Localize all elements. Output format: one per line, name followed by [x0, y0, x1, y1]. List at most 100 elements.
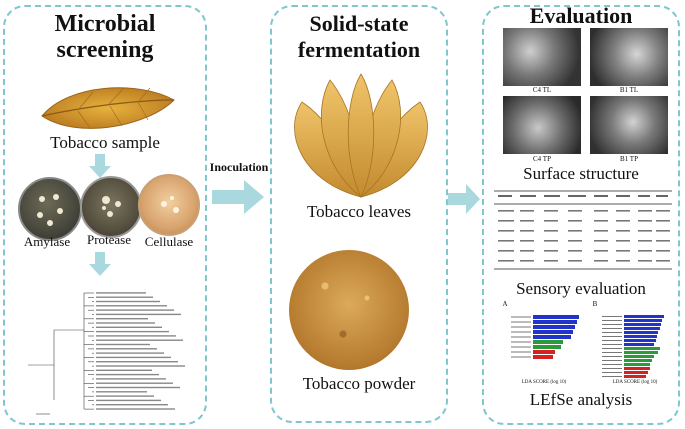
lefse-bar	[624, 371, 648, 374]
lefse-bar-label	[602, 332, 622, 333]
tree-leaf-label	[96, 386, 180, 389]
sem-label-c4-tp: C4 TP	[533, 155, 551, 163]
lefse-panel-b-label: B	[592, 300, 598, 308]
lefse-bar-label	[602, 336, 622, 337]
table-cell-mark	[568, 240, 582, 242]
amylase-dish	[18, 177, 82, 241]
sem-image-c4-tl	[503, 28, 581, 86]
lefse-bar	[533, 325, 575, 329]
lefse-bar-label	[602, 360, 622, 361]
lefse-bar-label	[602, 364, 622, 365]
table-cell-mark	[544, 220, 558, 222]
lefse-chart-b	[594, 307, 676, 387]
table-cell-mark	[656, 220, 670, 222]
lefse-bar-label	[602, 340, 622, 341]
right-arrow-icon	[448, 184, 480, 214]
tree-leaf-label	[96, 352, 164, 354]
lefse-bar	[624, 339, 656, 342]
lefse-bar	[624, 315, 664, 318]
tree-leaf-label	[96, 322, 155, 324]
tobacco-powder-image	[289, 250, 409, 370]
sem-label-b1-tl: B1 TL	[619, 86, 639, 94]
table-cell-mark	[594, 240, 608, 242]
tree-leaf-label	[96, 365, 185, 367]
tobacco-leaves-label: Tobacco leaves	[306, 202, 412, 221]
down-arrow-icon	[88, 252, 112, 276]
lefse-bar	[533, 315, 579, 319]
table-cell-mark	[594, 220, 608, 222]
table-cell-mark	[594, 230, 608, 232]
lefse-bar-label	[511, 326, 531, 328]
lefse-bar-label	[602, 320, 622, 321]
lefse-bar	[624, 367, 650, 370]
lefse-bar	[533, 340, 563, 344]
lefse-bar	[624, 375, 646, 378]
lefse-bar-label	[602, 328, 622, 329]
sem-label-b1-tp: B1 TP	[620, 155, 638, 163]
table-cell-mark	[498, 220, 514, 222]
table-cell-mark	[656, 210, 670, 212]
table-cell-mark	[638, 220, 652, 222]
lefse-bar	[624, 347, 660, 350]
lefse-bar	[624, 327, 660, 330]
table-cell-mark	[638, 260, 652, 262]
tree-leaf-label	[96, 313, 181, 316]
tree-leaf-label	[96, 404, 168, 406]
table-cell-mark	[544, 260, 558, 262]
lefse-bar-label	[602, 356, 622, 357]
tree-leaf-label	[96, 339, 183, 341]
tobacco-powder-label: Tobacco powder	[302, 374, 416, 393]
surface-structure-label: Surface structure	[523, 164, 639, 183]
tree-leaf-label	[96, 343, 150, 346]
tree-leaf-label	[96, 309, 174, 311]
tree-leaf-label	[96, 399, 161, 402]
lefse-bar-label	[602, 316, 622, 317]
lefse-bar	[624, 323, 661, 326]
table-cell-mark	[656, 230, 670, 232]
lefse-bar-label	[511, 346, 531, 348]
table-cell-mark	[568, 250, 582, 252]
lefse-bar-label	[602, 352, 622, 353]
lefse-bar	[533, 345, 561, 349]
tree-leaf-label	[96, 318, 148, 320]
tree-leaf-label	[96, 395, 154, 397]
lefse-panel-a-label: A	[502, 300, 508, 308]
phylogenetic-tree-image	[24, 290, 194, 418]
table-cell-mark	[498, 240, 514, 242]
tree-leaf-label	[96, 378, 166, 380]
tree-leaf-label	[96, 330, 169, 333]
lefse-bar-label	[511, 321, 531, 323]
tree-leaf-label	[96, 292, 146, 294]
sem-image-c4-tp	[503, 96, 581, 154]
table-cell-mark	[520, 230, 534, 232]
lefse-bar-label	[511, 351, 531, 353]
table-cell-mark	[544, 240, 558, 242]
sensory-table-image	[494, 190, 672, 270]
lefse-axis-label-b: LDA SCORE (log 10)	[612, 380, 658, 385]
inoculation-label: Inoculation	[209, 160, 269, 174]
table-cell-mark	[498, 230, 514, 232]
lefse-bar	[624, 363, 650, 366]
lefse-bar-label	[602, 376, 622, 377]
evaluation-panel	[482, 5, 680, 425]
table-cell-mark	[544, 210, 558, 212]
table-cell-mark	[616, 230, 630, 232]
table-cell-mark	[594, 260, 608, 262]
tree-leaf-label	[96, 408, 175, 410]
table-cell-mark	[520, 210, 534, 212]
table-cell-mark	[594, 250, 608, 252]
screening-title-line2: screening	[56, 37, 154, 63]
lefse-bar-label	[511, 356, 531, 358]
lefse-bar	[533, 350, 555, 354]
lefse-bar	[624, 319, 662, 322]
table-cell-mark	[568, 260, 582, 262]
sem-image-b1-tl	[590, 28, 668, 86]
tree-leaf-label	[96, 369, 152, 371]
screening-title-line1: Microbial	[54, 11, 156, 37]
table-cell-mark	[498, 210, 514, 212]
table-cell-mark	[638, 230, 652, 232]
cellulase-dish	[138, 174, 200, 236]
table-cell-mark	[616, 240, 630, 242]
lefse-analysis-label: LEfSe analysis	[529, 390, 633, 409]
microbial-screening-panel	[3, 5, 207, 425]
